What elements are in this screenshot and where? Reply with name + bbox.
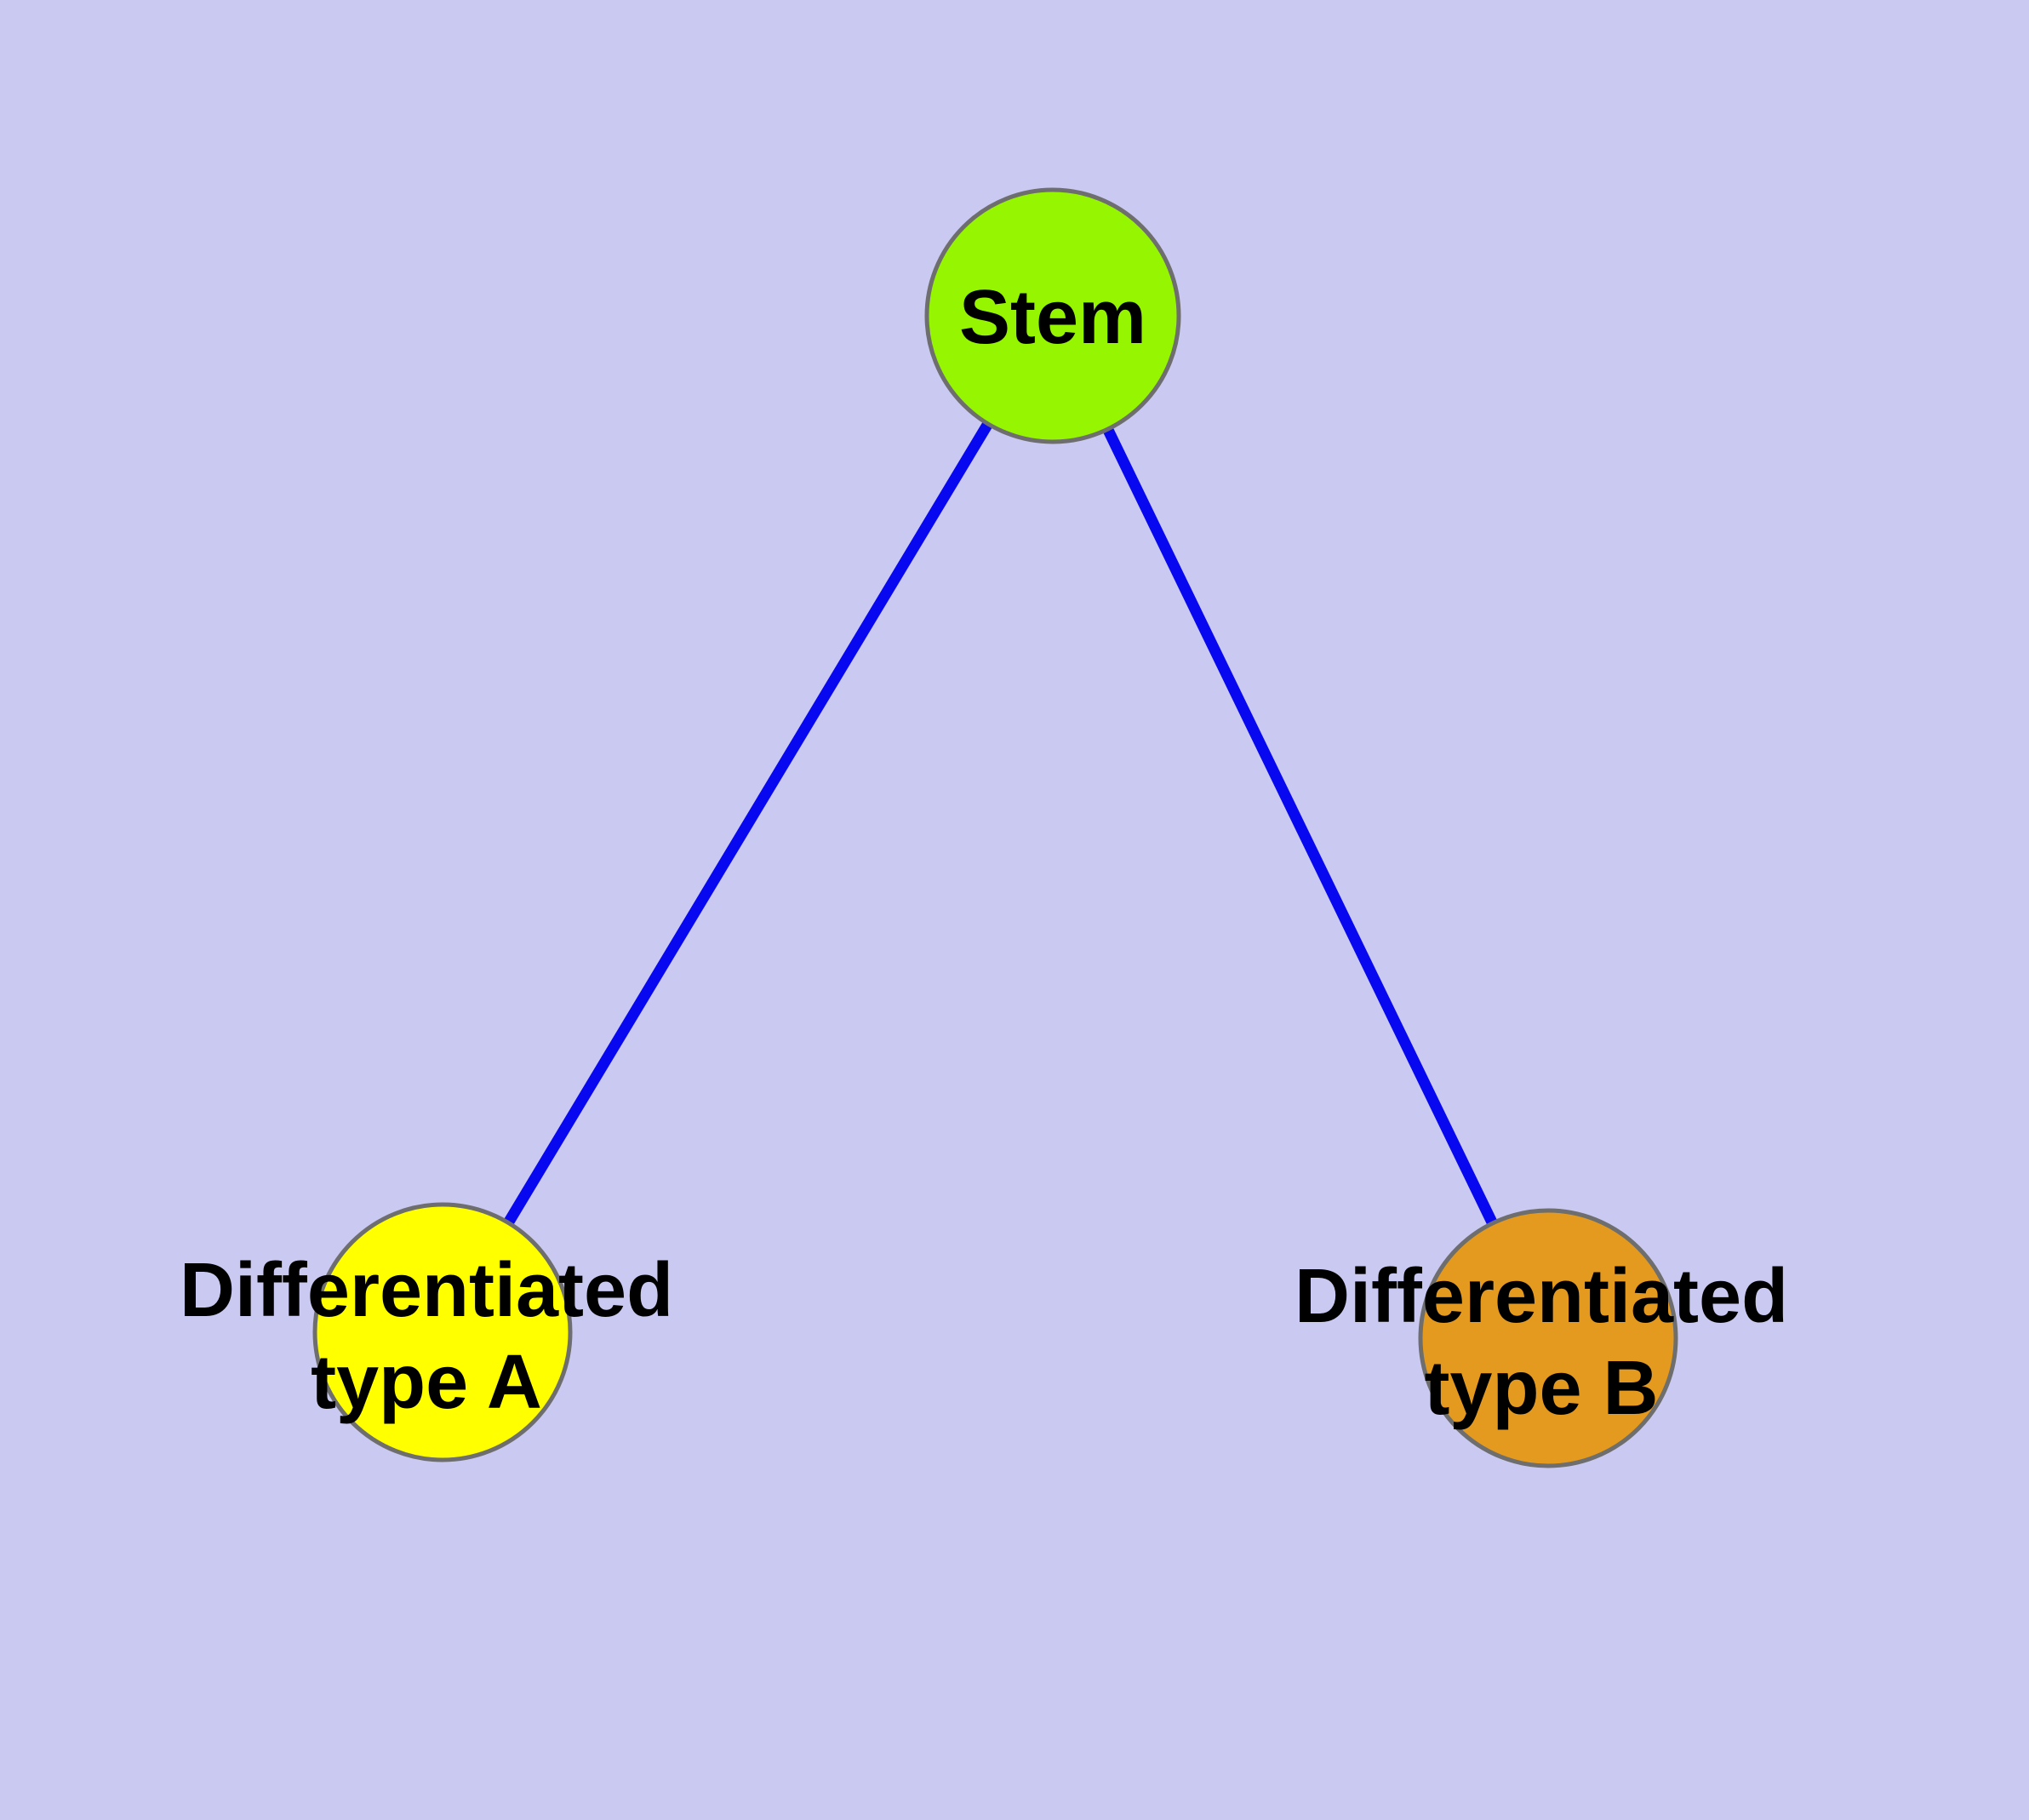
node-type-b-label-line2: type B	[1424, 1346, 1659, 1431]
node-type-a-label: Differentiated type A	[180, 1245, 673, 1428]
node-type-a-circle	[312, 1202, 573, 1462]
node-type-b-circle	[1418, 1208, 1678, 1468]
node-type-b-label-line1: Differentiated	[1294, 1254, 1789, 1339]
edge-stem-to-type-a	[437, 312, 1058, 1336]
edge-stem-to-type-b	[1048, 313, 1553, 1341]
node-stem-label-line: Stem	[958, 275, 1147, 360]
node-stem-circle	[924, 187, 1181, 444]
node-type-b-label: Differentiated type B	[1295, 1251, 1788, 1434]
node-stem-label: Stem	[959, 272, 1146, 363]
node-type-a-label-line2: type A	[311, 1340, 542, 1425]
node-type-a-label-line1: Differentiated	[179, 1248, 674, 1333]
